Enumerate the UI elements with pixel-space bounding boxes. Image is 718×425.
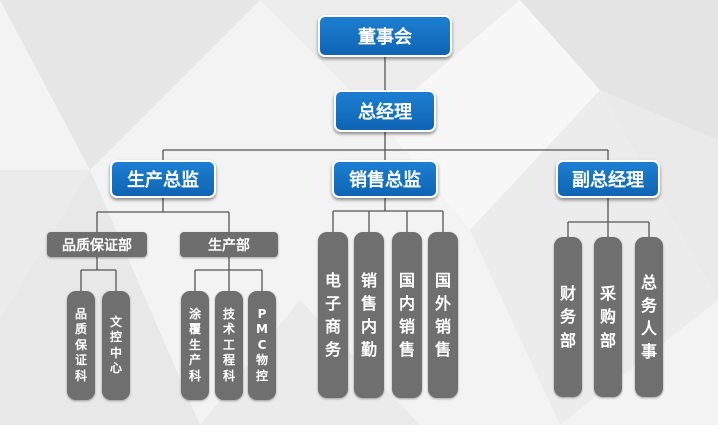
unit-ecommerce-char: 务: [324, 340, 341, 360]
unit-purchasing-char: 采: [599, 284, 616, 304]
unit-purchasing-char: 部: [599, 330, 616, 350]
production-director-label: 生产总监: [127, 170, 199, 191]
unit-coating-production-char: 科: [188, 368, 201, 383]
unit-domestic-sales-char: 销: [398, 317, 415, 336]
unit-tech-engineering-char: 程: [222, 353, 235, 368]
unit-doc-control-char: 心: [109, 360, 122, 375]
unit-quality-assurance-char: 保: [74, 337, 87, 352]
unit-foreign-sales: 国外销售: [428, 232, 458, 398]
unit-finance-char: 财: [559, 284, 576, 304]
unit-pmc-char: M: [256, 322, 268, 337]
unit-sales-internal-char: 内: [360, 317, 377, 336]
unit-pmc-char: C: [257, 337, 267, 352]
unit-domestic-sales: 国内销售: [392, 232, 422, 398]
unit-tech-engineering-char: 术: [222, 322, 235, 337]
production-dept-node: 生产部: [180, 232, 278, 257]
unit-doc-control-char: 文: [109, 314, 122, 329]
unit-quality-assurance-char: 科: [74, 368, 87, 383]
unit-sales-internal-char: 销: [360, 270, 377, 290]
unit-finance-char: 部: [559, 330, 576, 350]
unit-quality-assurance-char: 证: [74, 353, 87, 368]
unit-doc-control-char: 中: [109, 345, 122, 360]
unit-doc-control-char: 控: [109, 330, 122, 345]
unit-hr-admin-char: 人: [640, 319, 657, 338]
unit-doc-control: 文控中心: [102, 291, 130, 400]
unit-quality-assurance-char: 品: [74, 307, 87, 322]
unit-sales-internal-char: 售: [360, 293, 377, 313]
unit-pmc-char: 控: [255, 368, 268, 383]
unit-finance: 财务部: [554, 237, 582, 397]
deputy-gm-label: 副总经理: [572, 170, 644, 191]
unit-ecommerce-char: 子: [324, 293, 341, 313]
unit-hr-admin-char: 事: [640, 342, 657, 362]
unit-coating-production-char: 覆: [188, 322, 201, 337]
unit-coating-production-char: 涂: [188, 307, 201, 322]
unit-foreign-sales-char: 外: [434, 293, 451, 313]
general-manager-label: 总经理: [358, 102, 412, 123]
unit-coating-production-char: 产: [188, 353, 201, 368]
production-director-node: 生产总监: [110, 160, 216, 198]
unit-ecommerce-char: 商: [324, 317, 341, 336]
board-node: 董事会: [318, 15, 452, 57]
unit-quality-assurance: 品质保证科: [67, 291, 95, 400]
unit-hr-admin: 总务人事: [635, 237, 663, 397]
quality-dept-node: 品质保证部: [47, 232, 147, 257]
unit-foreign-sales-char: 销: [434, 317, 451, 336]
unit-foreign-sales-char: 售: [434, 340, 451, 360]
unit-tech-engineering-char: 技: [222, 307, 235, 322]
unit-quality-assurance-char: 质: [74, 322, 87, 337]
unit-tech-engineering-char: 科: [222, 368, 235, 383]
unit-domestic-sales-char: 售: [398, 340, 415, 360]
unit-domestic-sales-char: 内: [398, 293, 415, 313]
general-manager-node: 总经理: [334, 90, 436, 132]
unit-sales-internal-char: 勤: [360, 340, 377, 360]
unit-tech-engineering-char: 工: [222, 337, 235, 352]
unit-hr-admin-char: 总: [640, 272, 657, 292]
unit-ecommerce-char: 电: [324, 270, 341, 290]
unit-hr-admin-char: 务: [640, 295, 657, 315]
unit-coating-production: 涂覆生产科: [181, 291, 209, 400]
unit-foreign-sales-char: 国: [434, 270, 451, 290]
unit-purchasing-char: 购: [599, 307, 616, 327]
unit-coating-production-char: 生: [188, 337, 201, 352]
unit-pmc-char: P: [257, 307, 267, 322]
unit-pmc-char: 物: [255, 353, 268, 368]
production-dept-label: 生产部: [208, 237, 250, 254]
unit-sales-internal: 销售内勤: [354, 232, 384, 398]
sales-director-node: 销售总监: [332, 160, 438, 198]
board-label: 董事会: [358, 27, 412, 48]
unit-finance-char: 务: [559, 307, 576, 327]
sales-director-label: 销售总监: [349, 170, 421, 191]
quality-dept-label: 品质保证部: [62, 237, 132, 254]
unit-tech-engineering: 技术工程科: [215, 291, 243, 400]
unit-domestic-sales-char: 国: [398, 270, 415, 290]
deputy-gm-node: 副总经理: [556, 160, 660, 198]
unit-purchasing: 采购部: [594, 237, 622, 397]
unit-ecommerce: 电子商务: [318, 232, 348, 398]
